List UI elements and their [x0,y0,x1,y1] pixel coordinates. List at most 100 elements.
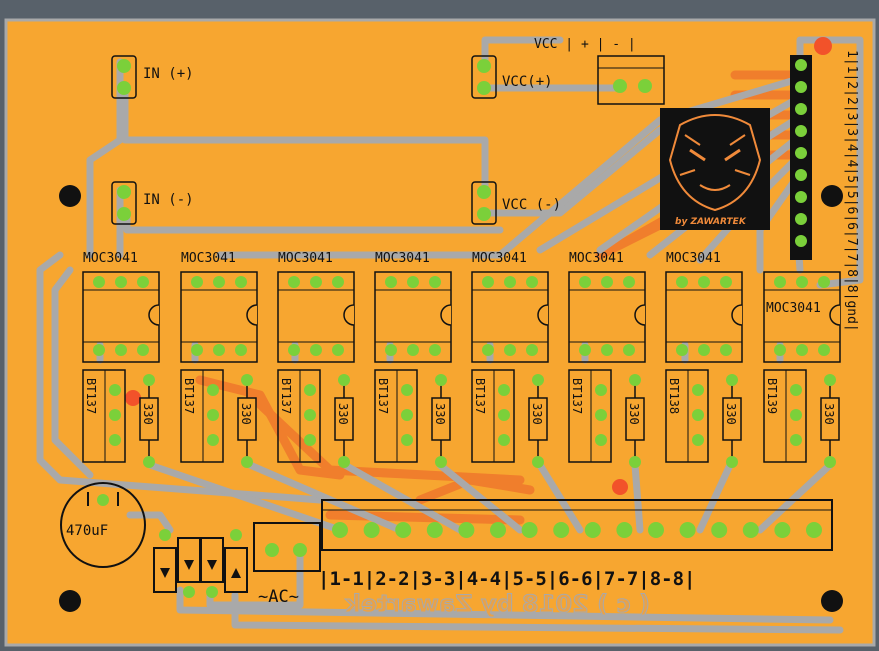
optocoupler-label: MOC3041 [375,251,430,266]
mirrored-copyright-text: ( c ) 2018 by Zawartek [344,590,650,618]
vcc-plus-label: VCC(+) [502,74,553,90]
triac-label: BT137 [376,378,390,414]
optocoupler-label: MOC3041 [278,251,333,266]
resistor-label: 330 [822,403,836,425]
mounting-hole-icon [821,590,843,612]
in-plus-label: IN (+) [143,66,194,82]
resistor-body [237,397,257,441]
terminal-pad [679,522,696,538]
resistor-body [139,397,159,441]
resistor-body [722,397,742,441]
header-pin-pad [795,103,807,115]
triac-label: BT137 [84,378,98,414]
terminal-pad [616,522,633,538]
triac-body [277,369,321,463]
triac-body [180,369,224,463]
resistor-label: 330 [724,403,738,425]
bridge-rectifier [153,529,248,598]
terminal-pad [521,522,538,538]
resistor-body [528,397,548,441]
optocoupler-label: MOC3041 [472,251,527,266]
terminal-pad [458,522,475,538]
terminal-pad [774,522,791,538]
triac-label: BT137 [570,378,584,414]
via-icon [125,390,141,406]
fiducial-icon [814,37,832,55]
vcc-connectors: VCC(+) VCC (-) VCC | + | - | [471,37,665,225]
triac-body [568,369,612,463]
resistor-label: 330 [433,403,447,425]
resistor-body [334,397,354,441]
logo-caption: by ZAWARTEK [675,217,747,227]
terminal-pad [806,522,822,538]
optocoupler-label: MOC3041 [666,251,721,266]
optocoupler-label: MOC3041 [766,301,821,316]
terminal-pad [648,522,664,538]
capacitor-470uf: 470uF [60,482,146,568]
header-pin-pad [795,213,807,225]
terminal-pad [490,522,506,538]
triac-body [665,369,709,463]
terminal-pad [426,522,443,538]
mounting-hole-icon [59,185,81,207]
triac-body [82,369,126,463]
mounting-hole-icon [59,590,81,612]
resistor-body [431,397,451,441]
ac-input-connector: ~AC~ [253,522,321,607]
channel-header: 1|1|2|2|3|3|4|4|5|5|6|6|7|7|8|8|gnd| [790,50,859,332]
channel-header-label: 1|1|2|2|3|3|4|4|5|5|6|6|7|7|8|8|gnd| [844,50,859,332]
header-pin-pad [795,147,807,159]
header-pin-pad [795,191,807,203]
mounting-holes [59,37,843,612]
header-pin-pad [795,169,807,181]
output-terminal-block: |1-1|2-2|3-3|4-4|5-5|6-6|7-7|8-8| [318,499,833,590]
header-pin-pad [795,59,807,71]
resistor-label: 330 [141,403,155,425]
triac-label: BT137 [279,378,293,414]
terminal-pad [332,522,348,538]
in-minus-label: IN (-) [143,192,194,208]
terminal-pad [395,522,412,538]
vcc-minus-label: VCC (-) [502,197,561,213]
header-pin-pad [795,125,807,137]
terminal-pad [711,522,728,538]
resistor-body [625,397,645,441]
triac-label: BT139 [765,378,779,414]
resistor-label: 330 [336,403,350,425]
board-outline [4,18,876,647]
tiger-head-logo: by ZAWARTEK [660,108,770,230]
via-icon [612,479,628,495]
output-terminal-label: |1-1|2-2|3-3|4-4|5-5|6-6|7-7|8-8| [318,568,696,590]
triac-body [471,369,515,463]
input-connectors: IN (+) IN (-) [111,55,194,225]
triac-body [763,369,807,463]
terminal-pad [363,522,380,538]
mounting-hole-icon [821,185,843,207]
resistor-body [820,397,840,441]
ac-label: ~AC~ [258,587,299,607]
header-pin-pad [795,81,807,93]
optocoupler-label: MOC3041 [569,251,624,266]
triac-label: BT138 [667,378,681,414]
triac-label: BT137 [473,378,487,414]
resistor-label: 330 [239,403,253,425]
triac-body [374,369,418,463]
header-pin-pad [795,235,807,247]
terminal-pad [742,522,759,538]
capacitor-label: 470uF [66,523,108,539]
triac-label: BT137 [182,378,196,414]
terminal-pad [584,522,601,538]
optocoupler-label: MOC3041 [181,251,236,266]
optocoupler-label: MOC3041 [83,251,138,266]
resistor-label: 330 [627,403,641,425]
